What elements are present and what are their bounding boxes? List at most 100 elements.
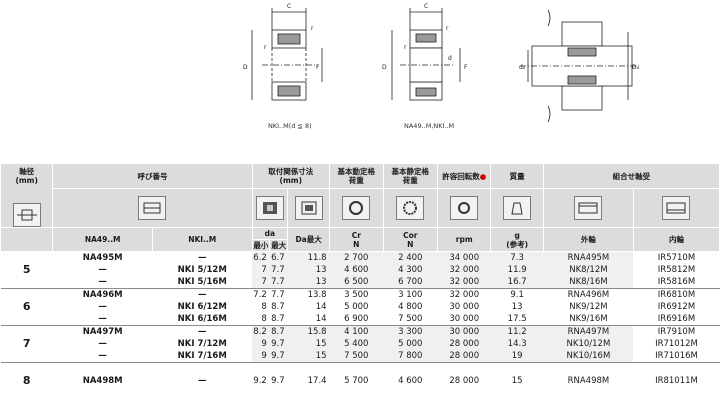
dim-r-2b: r xyxy=(446,25,449,32)
table-cell: 15.8 xyxy=(287,325,330,338)
Da-icon-cell xyxy=(287,188,331,228)
table-cell: 4 300 xyxy=(383,264,438,276)
table-cell: — xyxy=(52,264,153,276)
header-shaft-dia: 軸径 (mm) xyxy=(0,163,54,228)
table-cell: 6 900 xyxy=(329,313,384,326)
table-cell: 28 000 xyxy=(437,362,491,399)
table-cell: 14 xyxy=(287,313,330,326)
header-combo: 組合せ軸受 xyxy=(542,162,720,190)
dim-D-1: D xyxy=(243,64,248,71)
table-cell: NKI 6/12M xyxy=(152,301,253,313)
bearing-icon xyxy=(138,196,167,221)
table-cell: 6.7 xyxy=(269,251,288,264)
header-nkim: NKI..M xyxy=(151,227,253,252)
table-cell: IR5812M xyxy=(633,264,720,276)
table-cell: 9.7 xyxy=(269,338,288,350)
table-cell: 13 xyxy=(287,264,330,276)
table-cell: 13 xyxy=(490,301,544,313)
table-cell: RNA497M xyxy=(543,325,634,338)
dim-r-1b: r xyxy=(311,25,314,32)
header-cr: Cr N xyxy=(329,227,384,252)
shaft-dia-cell: 5 xyxy=(0,251,53,289)
bearing-cross-section-diagrams: C r r D F C r r D d F dₐ Dₐ xyxy=(243,3,640,123)
table-cell: 9.1 xyxy=(490,288,544,301)
table-cell: 9 xyxy=(252,350,270,363)
table-cell: — xyxy=(52,338,153,350)
dim-F-2: F xyxy=(464,64,468,71)
header-rpm: rpm xyxy=(437,227,492,252)
table-cell: 9 xyxy=(252,338,270,350)
table-cell: NA495M xyxy=(52,251,153,264)
speed-icon xyxy=(450,196,479,221)
header-cor: Cor N xyxy=(382,227,439,252)
table-cell: IR71012M xyxy=(633,338,720,350)
table-cell: 2 700 xyxy=(329,251,384,264)
table-cell: 4 600 xyxy=(383,362,438,399)
table-cell: NA497M xyxy=(52,325,153,338)
table-cell: 30 000 xyxy=(437,313,491,326)
table-cell: RNA498M xyxy=(543,362,634,399)
table-cell: RNA495M xyxy=(543,251,634,264)
table-cell: 6 500 xyxy=(329,276,384,289)
table-cell: 3 500 xyxy=(329,288,384,301)
da-icon-cell xyxy=(251,188,289,228)
bearing-spec-table: 軸径 (mm) 呼び番号 取付関係寸法 (mm) 基本動定格 荷重 基本静定格 … xyxy=(0,162,720,399)
header-shaft-blank xyxy=(0,227,54,252)
shaft-dia-icon xyxy=(12,203,41,227)
table-cell: NA498M xyxy=(52,362,153,399)
designation-icon-cell xyxy=(52,188,253,228)
table-cell: 9.7 xyxy=(269,350,288,363)
header-mass: 質量 xyxy=(490,162,544,190)
table-cell: — xyxy=(52,276,153,289)
table-cell: IR7910M xyxy=(633,325,720,338)
table-cell: 7.7 xyxy=(269,276,288,289)
table-cell: 19 xyxy=(490,350,544,363)
outer-icon-cell xyxy=(542,188,634,228)
speed-icon-cell xyxy=(437,188,492,228)
caption-na49-nki: NA49..M,NKI..M xyxy=(404,122,455,130)
table-cell: 15 xyxy=(490,362,544,399)
table-cell: 5 700 xyxy=(329,362,384,399)
dim-d-2: d xyxy=(448,55,452,62)
header-basic-static: 基本静定格 荷重 xyxy=(382,162,439,190)
table-cell: 7.2 xyxy=(252,288,270,301)
header-inner: 内輪 xyxy=(632,227,720,252)
table-cell: NK10/16M xyxy=(543,350,634,363)
table-cell: NKI 6/16M xyxy=(152,313,253,326)
dim-c-1: C xyxy=(287,3,291,10)
table-cell: 5 000 xyxy=(383,338,438,350)
table-cell: NK10/12M xyxy=(543,338,634,350)
table-cell: NK9/16M xyxy=(543,313,634,326)
dim-F-1: F xyxy=(316,64,320,71)
cor-icon-cell xyxy=(382,188,439,228)
outer-ring-icon xyxy=(574,196,603,221)
table-cell: 4 800 xyxy=(383,301,438,313)
table-cell: IR81011M xyxy=(633,362,720,399)
table-cell: 4 600 xyxy=(329,264,384,276)
mass-icon xyxy=(503,196,532,221)
dim-r-2: r xyxy=(404,44,407,51)
table-cell: NKI 7/16M xyxy=(152,350,253,363)
dynamic-load-icon xyxy=(342,196,371,221)
table-cell: 3 100 xyxy=(383,288,438,301)
table-cell: 34 000 xyxy=(437,251,491,264)
table-cell: 7.7 xyxy=(269,264,288,276)
table-cell: 2 400 xyxy=(383,251,438,264)
table-cell: 7 800 xyxy=(383,350,438,363)
table-cell: NK9/12M xyxy=(543,301,634,313)
table-cell: 6.2 xyxy=(252,251,270,264)
table-cell: IR6912M xyxy=(633,301,720,313)
table-cell: 17.4 xyxy=(287,362,330,399)
table-cell: NKI 5/12M xyxy=(152,264,253,276)
da-icon xyxy=(255,196,284,221)
table-cell: 32 000 xyxy=(437,276,491,289)
table-cell: 8.7 xyxy=(269,325,288,338)
caption-nki: NKI..M(d ≦ 8) xyxy=(268,122,312,130)
table-cell: 28 000 xyxy=(437,338,491,350)
